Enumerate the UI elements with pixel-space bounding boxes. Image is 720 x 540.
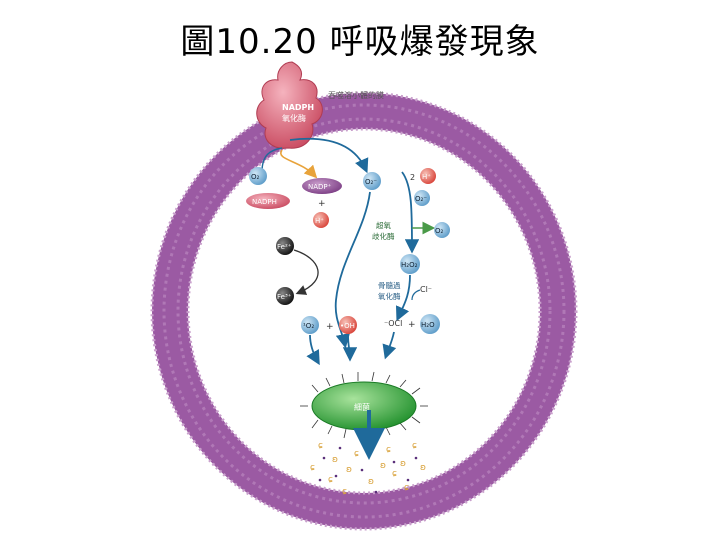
molecule-fe3: Fe³⁺	[276, 287, 294, 305]
arrow-ocl-down	[382, 331, 397, 360]
svg-text:Fe³⁺: Fe³⁺	[277, 293, 292, 301]
arrow-enzyme-to-superoxide	[289, 137, 369, 174]
membrane-label: 吞噬溶小體的膜	[328, 90, 384, 100]
svg-text:ɕ: ɕ	[318, 441, 323, 451]
bacterium-label: 細菌	[354, 402, 370, 412]
svg-text:•OH: •OH	[340, 322, 355, 330]
arrow-cl-in	[411, 289, 421, 301]
svg-text:NADP⁺: NADP⁺	[308, 183, 332, 191]
molecule-h-left: H⁺	[313, 212, 329, 228]
arrow-fe2-to-fe3	[293, 249, 319, 295]
enzyme-label-oxidase: 氧化酶	[282, 113, 306, 123]
molecule-hydroxyl: •OH	[339, 316, 357, 334]
plus-sign-3: +	[408, 320, 416, 330]
svg-text:Fe²⁺: Fe²⁺	[277, 243, 292, 251]
phagolysosome-membrane	[150, 91, 578, 531]
svg-text:O₂: O₂	[435, 227, 444, 235]
molecule-nadp: NADP⁺	[302, 178, 342, 194]
molecule-singlet-oxygen: ¹O₂	[301, 316, 319, 334]
svg-text:ɕ: ɕ	[328, 475, 333, 485]
hypochlorite-label: ⁻OCl	[384, 319, 402, 328]
svg-text:O₂: O₂	[251, 173, 260, 181]
svg-text:H⁺: H⁺	[315, 217, 324, 225]
arrow-superoxide-to-h2o2	[401, 171, 420, 254]
arrow-nadph-to-nadp	[279, 149, 318, 179]
svg-text:ʚ: ʚ	[346, 465, 352, 475]
molecule-nadph: NADPH	[246, 193, 290, 209]
plus-sign-1: +	[318, 199, 326, 209]
sod-label-line2: 歧化酶	[372, 231, 395, 241]
svg-text:ɕ: ɕ	[386, 445, 391, 455]
svg-text:ɕ: ɕ	[392, 469, 397, 479]
svg-text:¹O₂: ¹O₂	[303, 322, 314, 330]
svg-text:ʚ: ʚ	[420, 463, 426, 473]
nadph-oxidase-enzyme	[256, 61, 323, 149]
svg-text:ɕ: ɕ	[310, 463, 315, 473]
svg-text:H⁺: H⁺	[422, 173, 431, 181]
molecule-h-right: H⁺	[420, 168, 436, 184]
svg-text:ʚ: ʚ	[332, 455, 338, 465]
enzyme-label-nadph: NADPH	[282, 103, 314, 112]
svg-text:O₂⁻: O₂⁻	[365, 178, 377, 186]
chloride-label: Cl⁻	[420, 285, 432, 294]
svg-text:ʚ: ʚ	[368, 477, 374, 487]
molecule-fe2: Fe²⁺	[276, 237, 294, 255]
mpo-label-line1: 骨髓過	[378, 280, 401, 290]
sod-label-line1: 超氧	[376, 220, 391, 230]
arrow-oh-down	[342, 334, 358, 362]
svg-text:H₂O: H₂O	[421, 321, 435, 329]
mpo-label-line2: 氧化酶	[378, 291, 401, 301]
svg-text:NADPH: NADPH	[252, 198, 277, 206]
svg-text:O₂⁻: O₂⁻	[415, 195, 427, 203]
svg-text:ɕ: ɕ	[342, 487, 347, 497]
molecule-superoxide-right: O₂⁻	[414, 190, 430, 206]
molecule-o2-green: O₂	[434, 222, 450, 238]
svg-text:H₂O₂: H₂O₂	[401, 261, 418, 269]
svg-text:ɕ: ɕ	[354, 449, 359, 459]
arrow-superoxide-down	[334, 191, 371, 349]
debris-dots	[318, 446, 418, 494]
molecule-o2-left: O₂	[249, 167, 267, 185]
plus-sign-2: +	[326, 322, 334, 332]
pathway-arrows	[261, 137, 436, 366]
slide-title: 圖10.20 呼吸爆發現象	[180, 22, 540, 62]
molecule-water: H₂O	[420, 314, 440, 334]
arrow-h2o2-to-hypochlorite	[395, 274, 411, 322]
svg-text:ʚ: ʚ	[380, 461, 386, 471]
svg-text:ɕ: ɕ	[404, 483, 409, 493]
molecule-h2o2: H₂O₂	[400, 254, 420, 274]
coefficient-two: 2	[410, 173, 415, 182]
molecule-superoxide-center: O₂⁻	[363, 172, 381, 190]
svg-text:ɕ: ɕ	[412, 441, 417, 451]
arrow-singlet-down	[306, 334, 320, 366]
svg-text:ʚ: ʚ	[400, 459, 406, 469]
